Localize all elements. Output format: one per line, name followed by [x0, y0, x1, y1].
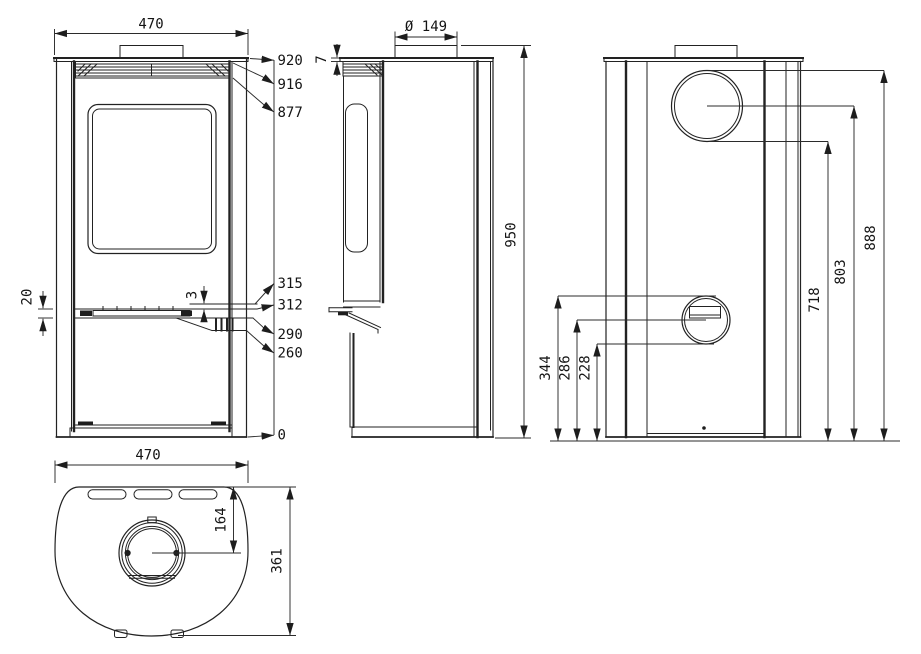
- front-view: 470 20 3 920 916 877: [20, 17, 303, 444]
- side-flue-diameter-dimension: Ø 149: [394, 19, 458, 46]
- top-flue-offset-label: 164: [214, 507, 230, 532]
- mark-877: 877: [278, 105, 303, 121]
- mark-315: 315: [278, 276, 303, 292]
- mark-260: 260: [278, 346, 303, 362]
- front-handle-band: [75, 303, 258, 332]
- side-plate-dimension: 7: [314, 44, 344, 76]
- top-width-dimension: 470: [54, 448, 249, 483]
- front-side-panels: [55, 57, 248, 438]
- back-view: 888 803 718 344 286 228: [538, 45, 900, 442]
- mark-312: 312: [278, 298, 303, 314]
- side-door: [343, 75, 381, 308]
- back-air-center-label: 286: [558, 355, 574, 380]
- front-handle-bar: [92, 310, 191, 317]
- front-lower-panel: [55, 421, 248, 438]
- mark-0: 0: [278, 428, 286, 444]
- back-panel: [605, 60, 802, 439]
- front-width-dimension: 470: [54, 17, 249, 55]
- mark-920: 920: [278, 53, 303, 69]
- front-width-label: 470: [138, 17, 163, 33]
- top-width-label: 470: [135, 448, 160, 464]
- front-height-marks: 920 916 877 315 312 290 260 0: [232, 53, 303, 444]
- side-grille: [342, 61, 384, 77]
- top-flue-notch: [147, 516, 157, 524]
- top-flue-offset-dimension: 164: [152, 487, 241, 554]
- front-step-label: 3: [185, 291, 201, 299]
- top-screw-left: [124, 549, 131, 557]
- top-view: 470 164 361: [54, 448, 296, 638]
- side-view: Ø 149 7 950: [314, 19, 531, 439]
- front-door-window: [87, 103, 217, 255]
- side-height-dimension: 950: [461, 45, 531, 439]
- side-height-label: 950: [504, 222, 520, 247]
- side-plate-label: 7: [314, 55, 330, 63]
- side-flue-collar: [394, 45, 458, 59]
- side-handle: [328, 307, 353, 316]
- back-air-top-label: 344: [538, 355, 554, 380]
- back-flue-center-label: 803: [833, 259, 849, 284]
- back-flue-dimensions: 888 803 718: [707, 70, 888, 441]
- front-band-dimension: 20: [20, 289, 53, 336]
- front-band-label: 20: [20, 289, 36, 306]
- back-flue-bottom-label: 718: [807, 287, 823, 312]
- back-flue-collar: [674, 45, 738, 59]
- side-door-glass-slot: [345, 103, 368, 253]
- top-flue-circle: [118, 516, 186, 587]
- top-outline: [54, 486, 249, 637]
- mark-916: 916: [278, 77, 303, 93]
- back-air-bottom-label: 228: [578, 355, 594, 380]
- front-grille: [75, 61, 230, 79]
- top-depth-dimension: 361: [178, 486, 296, 636]
- back-air-dimensions: 344 286 228: [538, 295, 716, 441]
- back-drain-dot: [702, 426, 706, 430]
- side-lower-panel: [345, 312, 494, 438]
- side-flue-diameter-label: Ø 149: [405, 19, 447, 35]
- top-feet: [114, 629, 184, 638]
- mark-290: 290: [278, 327, 303, 343]
- side-top-plate: [339, 57, 494, 62]
- front-step-dimension: 3: [185, 286, 208, 323]
- top-depth-label: 361: [270, 548, 286, 573]
- side-body: [379, 57, 494, 439]
- back-top-plate: [603, 57, 804, 62]
- front-flue-collar: [119, 45, 184, 58]
- front-top-plate: [53, 57, 249, 62]
- back-flue-top-label: 888: [863, 225, 879, 250]
- top-vent-slots: [87, 489, 218, 500]
